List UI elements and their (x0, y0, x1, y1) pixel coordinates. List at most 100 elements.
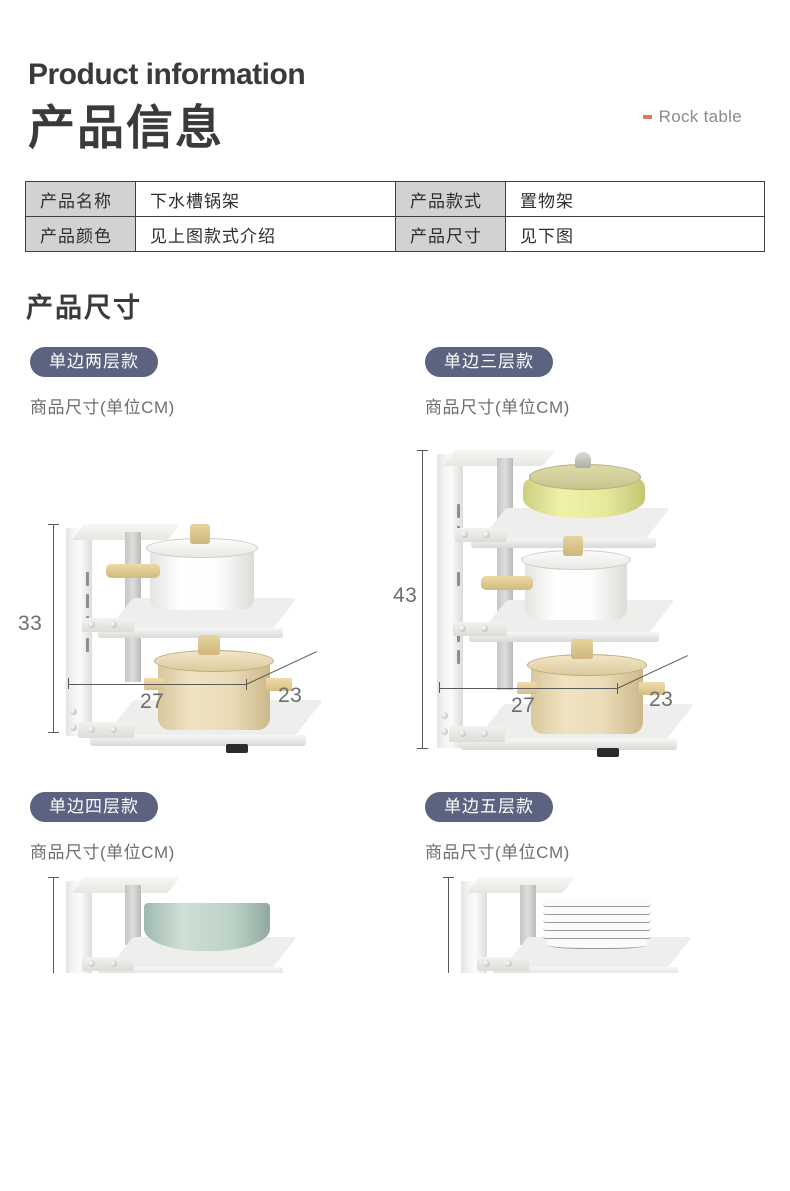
shelf-bracket (455, 528, 507, 543)
pot-body (150, 548, 254, 611)
variant-row-top: 单边两层款 商品尺寸(单位CM) 33 (0, 347, 790, 762)
rack-inner-post (497, 458, 513, 691)
rack-foot (226, 744, 248, 754)
variant-badge-two-tier: 单边两层款 (30, 347, 158, 378)
dim-value-width: 27 (140, 690, 165, 714)
dim-value-height: 43 (393, 584, 418, 608)
shelf-bracket (449, 726, 505, 743)
pot-knob (571, 639, 593, 660)
pot-ear-right (266, 678, 292, 692)
dim-value-depth: 23 (649, 688, 674, 712)
dim-tick-bottom (417, 748, 428, 750)
shelf-bracket (453, 622, 507, 637)
dim-line-height (53, 877, 54, 974)
screw (483, 960, 490, 968)
screw (483, 531, 490, 539)
dim-value-height: 33 (18, 612, 43, 636)
pan-knob (575, 452, 591, 469)
variants-grid: 单边两层款 商品尺寸(单位CM) 33 (0, 347, 790, 974)
shelf-edge (98, 967, 283, 974)
plate (547, 939, 647, 950)
page-header: Product information 产品信息 Rock table (0, 0, 790, 155)
rack-foot (597, 748, 619, 758)
pot-ear-right (639, 682, 665, 696)
plate (543, 915, 651, 924)
pot-knob (563, 536, 583, 557)
rack-inner-post (520, 885, 536, 946)
dash-icon (642, 115, 652, 119)
screw (70, 708, 77, 716)
table-row: 产品名称 下水槽锅架 产品款式 置物架 (25, 181, 765, 218)
dim-line-width (68, 684, 246, 686)
pot-handle (481, 576, 533, 591)
pot-body (525, 560, 627, 621)
illustration-three-tier: 43 (393, 432, 790, 762)
brand-tag: Rock table (642, 107, 742, 127)
plate (543, 931, 651, 940)
rack-post-left (437, 454, 463, 749)
spec-label-product-color: 产品颜色 (25, 216, 136, 253)
shelf-edge (90, 735, 306, 747)
screw (110, 726, 117, 734)
screw (110, 960, 117, 968)
product-spec-table: 产品名称 下水槽锅架 产品款式 置物架 产品颜色 见上图款式介绍 产品尺寸 见下… (25, 181, 765, 253)
unit-note-four-tier: 商品尺寸(单位CM) (30, 843, 175, 863)
plate (543, 907, 651, 916)
brand-label: Rock table (658, 107, 742, 126)
variant-badge-three-tier: 单边三层款 (425, 347, 553, 378)
shelf-edge (461, 739, 677, 751)
screw (481, 730, 488, 738)
plate (543, 899, 651, 908)
rack-inner-post (125, 885, 141, 946)
variant-three-tier: 单边三层款 商品尺寸(单位CM) 43 (393, 347, 790, 762)
dim-line-height (422, 450, 423, 749)
table-row: 产品颜色 见上图款式介绍 产品尺寸 见下图 (25, 216, 765, 253)
unit-note-three-tier: 商品尺寸(单位CM) (425, 398, 570, 418)
spec-label-product-style: 产品款式 (395, 181, 506, 218)
dimensions-section-heading: 产品尺寸 (26, 293, 142, 324)
variant-four-tier: 单边四层款 商品尺寸(单位CM) (0, 792, 395, 974)
screw (441, 712, 448, 720)
dim-value-depth: 23 (278, 684, 303, 708)
dim-tick-width-left (68, 678, 69, 690)
variant-five-tier: 单边五层款 商品尺寸(单位CM) (395, 792, 790, 974)
screw (481, 625, 488, 633)
shelf-bracket (477, 957, 529, 972)
variant-row-bottom: 单边四层款 商品尺寸(单位CM) 单边五层款 商品尺寸(单位CM) (0, 792, 790, 974)
screw (459, 730, 466, 738)
dim-line-height (53, 524, 54, 733)
spec-value-product-color: 见上图款式介绍 (135, 216, 396, 253)
variant-badge-five-tier: 单边五层款 (425, 792, 553, 823)
page-title-english: Product information (28, 58, 306, 91)
spec-label-product-name: 产品名称 (25, 181, 136, 218)
screw (70, 724, 77, 732)
dim-tick-width-left (439, 682, 440, 694)
post-slot (86, 638, 89, 653)
spec-value-product-size: 见下图 (505, 216, 765, 253)
post-slot (457, 650, 460, 665)
screw (88, 726, 95, 734)
screw (459, 625, 466, 633)
illustration-four-tier (30, 863, 395, 974)
dim-value-width: 27 (511, 694, 536, 718)
spec-label-product-size: 产品尺寸 (395, 216, 506, 253)
shelf-edge (469, 632, 659, 643)
shelf-edge (98, 628, 283, 639)
spec-value-product-style: 置物架 (505, 181, 765, 218)
page-title-chinese: 产品信息 (28, 101, 224, 154)
screw (505, 960, 512, 968)
shelf-bracket (82, 957, 134, 972)
screw (88, 621, 95, 629)
post-slot (86, 594, 89, 609)
unit-note-five-tier: 商品尺寸(单位CM) (425, 843, 570, 863)
post-slot (457, 504, 460, 519)
shelf-edge (493, 967, 678, 974)
bowl-green (144, 903, 270, 952)
post-slot (457, 572, 460, 587)
shelf-bracket (78, 722, 134, 739)
variant-badge-four-tier: 单边四层款 (30, 792, 158, 823)
spec-value-product-name: 下水槽锅架 (135, 181, 396, 218)
post-slot (86, 572, 89, 587)
rack-post-left (66, 528, 92, 737)
pot-knob (198, 635, 220, 656)
